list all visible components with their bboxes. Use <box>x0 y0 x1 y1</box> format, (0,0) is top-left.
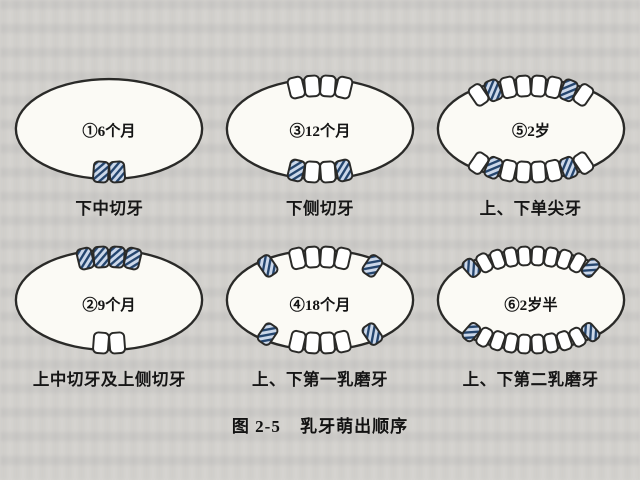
tooth-erupted <box>502 246 519 268</box>
tooth-newly-erupted <box>461 257 481 278</box>
tooth-newly-erupted <box>76 246 96 271</box>
tooth-erupted <box>92 331 111 355</box>
panel-caption-3: 下侧切牙 <box>285 199 354 218</box>
tooth-erupted <box>514 160 532 184</box>
tooth-erupted <box>516 245 532 267</box>
tooth-erupted <box>542 246 559 268</box>
tooth-newly-erupted <box>256 322 279 346</box>
tooth-newly-erupted <box>580 322 601 343</box>
tooth-erupted <box>498 75 518 100</box>
tooth-newly-erupted <box>558 78 579 103</box>
panel-stage-3: ③12个月 下侧切牙 <box>221 74 420 219</box>
tooth-newly-erupted <box>92 245 111 269</box>
panel-stage-6: ⑥2岁半 上、下第二乳磨牙 <box>431 245 630 390</box>
panel-stage-4: ④18个月 上、下第一乳磨牙 <box>221 245 420 390</box>
tooth-erupted <box>568 252 587 274</box>
tooth-newly-erupted <box>580 257 601 278</box>
tooth-erupted <box>108 331 127 355</box>
tooth-erupted <box>529 74 547 98</box>
panel-caption-1: 下中切牙 <box>75 199 144 218</box>
stage-label-3: ③12个月 <box>290 122 351 140</box>
tooth-erupted <box>498 158 518 183</box>
tooth-erupted <box>319 245 336 269</box>
mouth-diagram-stage-3: ③12个月 <box>225 74 415 184</box>
panel-stage-1: ①6个月 下中切牙 <box>10 74 209 219</box>
tooth-newly-erupted <box>286 158 306 183</box>
stage-label-2: ②9个月 <box>83 296 136 314</box>
tooth-erupted <box>467 151 490 175</box>
figure-title: 乳牙萌出顺序 <box>300 417 409 436</box>
mouth-diagram-stage-6: ⑥2岁半 <box>436 245 625 355</box>
stage-label-1: ①6个月 <box>83 122 136 140</box>
tooth-erupted <box>542 332 559 354</box>
panel-stage-5: ⑤2岁 上、下单尖牙 <box>431 74 630 219</box>
tooth-newly-erupted <box>461 322 481 343</box>
tooth-newly-erupted <box>361 322 384 346</box>
mouth-outline <box>15 77 204 181</box>
tooth-erupted <box>333 246 352 271</box>
tooth-erupted <box>530 333 545 355</box>
tooth-erupted <box>530 245 545 267</box>
stage-label-6: ⑥2岁半 <box>504 296 557 314</box>
mouth-diagram-stage-4: ④18个月 <box>225 245 415 355</box>
figure-caption: 图 2-5 乳牙萌出顺序 <box>0 412 640 437</box>
tooth-erupted <box>568 326 587 348</box>
tooth-newly-erupted <box>334 158 354 183</box>
tooth-erupted <box>304 331 321 355</box>
tooth-erupted <box>544 158 563 183</box>
stage-label-5: ⑤2岁 <box>512 122 550 140</box>
mouth-outline <box>225 77 415 181</box>
mouth-diagram-stage-2: ②9个月 <box>15 245 204 355</box>
tooth-erupted <box>516 333 532 355</box>
tooth-erupted <box>555 248 573 270</box>
figure-panels: ①6个月 下中切牙 ③12个月 下侧切牙 ⑤2岁 上、下单尖牙 ②9个月 上中切… <box>10 74 630 390</box>
tooth-erupted <box>514 74 532 98</box>
stage-label-4: ④18个月 <box>290 296 351 314</box>
tooth-erupted <box>572 83 594 107</box>
tooth-erupted <box>544 75 563 100</box>
panel-caption-4: 上、下第一乳磨牙 <box>251 370 388 389</box>
tooth-newly-erupted <box>483 78 504 103</box>
panel-caption-5: 上、下单尖牙 <box>479 199 582 218</box>
tooth-erupted <box>303 74 321 98</box>
tooth-erupted <box>333 329 352 354</box>
tooth-erupted <box>488 248 506 270</box>
tooth-erupted <box>288 329 307 354</box>
tooth-newly-erupted <box>108 245 127 269</box>
tooth-erupted <box>319 160 337 184</box>
figure-number: 图 2-5 <box>231 417 281 436</box>
tooth-newly-erupted <box>483 155 504 180</box>
tooth-erupted <box>319 74 337 98</box>
tooth-erupted <box>529 160 547 184</box>
tooth-erupted <box>572 151 594 175</box>
tooth-newly-erupted <box>361 254 384 278</box>
tooth-erupted <box>288 246 307 271</box>
tooth-erupted <box>502 332 519 354</box>
mouth-outline <box>436 248 625 352</box>
mouth-diagram-stage-1: ①6个月 <box>15 77 204 184</box>
tooth-erupted <box>474 326 494 348</box>
tooth-erupted <box>334 75 354 100</box>
tooth-erupted <box>555 330 573 352</box>
mouth-diagram-stage-5: ⑤2岁 <box>436 74 625 184</box>
panel-stage-2: ②9个月 上中切牙及上侧切牙 <box>10 245 209 390</box>
tooth-erupted <box>304 245 321 269</box>
panel-caption-2: 上中切牙及上侧切牙 <box>32 370 186 389</box>
tooth-erupted <box>474 252 494 274</box>
tooth-newly-erupted <box>558 155 579 180</box>
tooth-erupted <box>303 160 321 184</box>
tooth-newly-erupted <box>123 246 143 271</box>
tooth-newly-erupted <box>256 254 279 278</box>
mouth-outline <box>15 248 204 352</box>
tooth-erupted <box>286 75 306 100</box>
tooth-newly-erupted <box>108 160 127 184</box>
tooth-erupted <box>319 331 336 355</box>
tooth-erupted <box>467 83 490 107</box>
tooth-erupted <box>488 330 506 352</box>
tooth-newly-erupted <box>92 160 111 184</box>
panel-caption-6: 上、下第二乳磨牙 <box>462 370 599 389</box>
